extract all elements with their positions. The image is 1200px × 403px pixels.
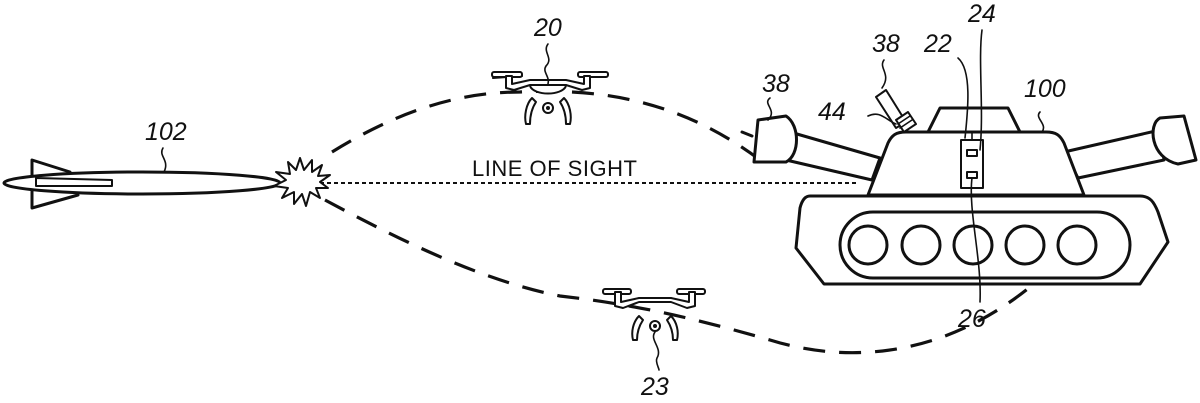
lower-trajectory	[324, 198, 1062, 355]
wheel	[1004, 224, 1046, 266]
sensor-a-ref: 24	[967, 0, 996, 28]
drone-upper-ref: 20	[533, 14, 562, 42]
mount-ref: 44	[818, 98, 846, 126]
explosion-icon	[273, 157, 331, 207]
wheel	[952, 224, 994, 266]
tank	[740, 29, 1198, 303]
deflector-left-ref: 38	[762, 70, 790, 98]
upper-trajectory	[331, 89, 761, 162]
wheel	[1056, 224, 1098, 266]
sensor-b-ref: 26	[957, 305, 986, 333]
sensor-unit-ref: 22	[923, 30, 952, 58]
drone-lower-ref: 23	[640, 373, 669, 401]
line-of-sight-label: LINE OF SIGHT	[472, 156, 637, 181]
wheel	[900, 224, 942, 266]
drone-upper: 20	[491, 14, 609, 125]
wheel	[847, 224, 889, 266]
missile: 102	[2, 118, 282, 210]
deflector-top-ref: 38	[872, 30, 900, 58]
drone-lower: 23	[602, 288, 706, 401]
vehicle-ref: 100	[1024, 75, 1066, 103]
missile-ref: 102	[145, 118, 187, 146]
